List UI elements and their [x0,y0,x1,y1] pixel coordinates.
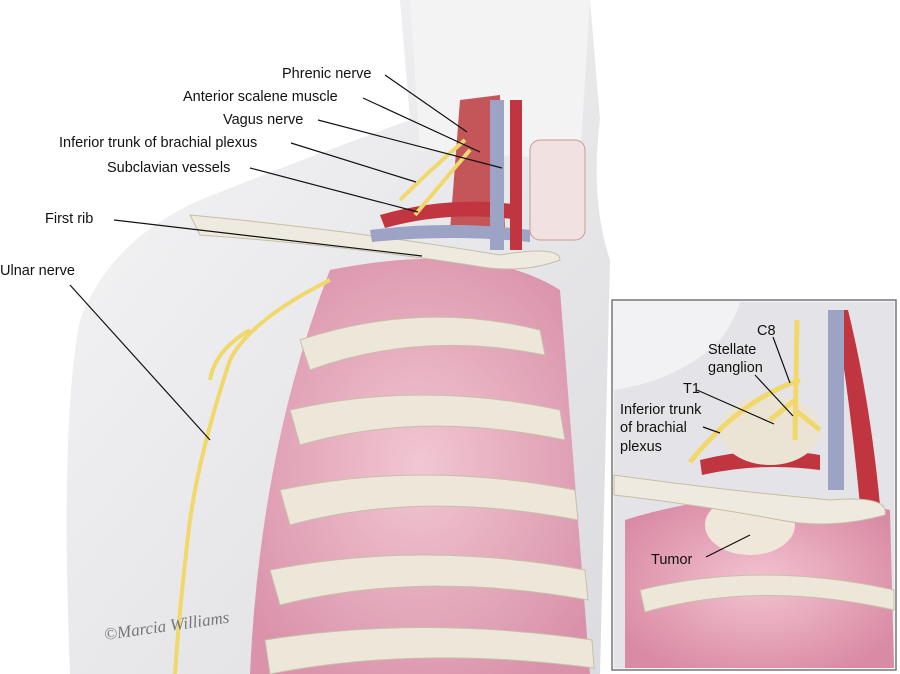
label-inferior-trunk: Inferior trunk of brachial plexus [59,135,257,151]
label-phrenic-nerve: Phrenic nerve [282,66,371,82]
label-ulnar-nerve: Ulnar nerve [0,263,75,279]
label-vagus-nerve: Vagus nerve [223,112,303,128]
inset-label-inferior-trunk-2: of brachial [620,420,687,436]
inset-panel: C8 Stellate ganglion T1 Inferior trunk o… [611,299,897,671]
inset-label-stellate-2: ganglion [708,360,763,376]
inset-label-c8: C8 [757,323,776,339]
first-rib [189,214,561,270]
inset-label-stellate-1: Stellate [708,342,756,358]
label-first-rib: First rib [45,211,93,227]
ribs [264,316,595,674]
inset-label-t1: T1 [683,381,700,397]
brachial-plexus-nerves [173,138,472,674]
label-anterior-scalene-muscle: Anterior scalene muscle [183,89,338,105]
inset-label-tumor: Tumor [651,552,693,568]
leader-lines [69,74,503,441]
inset-label-inferior-trunk-3: plexus [620,439,662,455]
label-subclavian-vessels: Subclavian vessels [107,160,230,176]
trachea [529,139,586,241]
subclavian-vessels [370,100,530,250]
inset-label-inferior-trunk-1: Inferior trunk [620,402,702,418]
